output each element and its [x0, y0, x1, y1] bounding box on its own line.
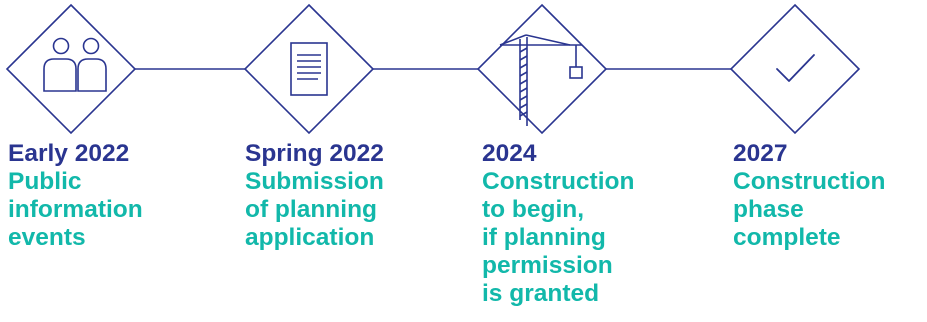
- milestone-2: Spring 2022 Submission of planning appli…: [245, 140, 384, 252]
- crane-icon: [499, 34, 583, 126]
- milestone-date: Early 2022: [8, 140, 130, 167]
- timeline-graphic: [5, 3, 861, 135]
- milestone-diamond-4: [729, 3, 861, 135]
- milestone-date: 2024: [482, 140, 537, 167]
- checkmark-icon: [776, 54, 815, 82]
- milestone-1: Early 2022 Public information events: [8, 140, 143, 252]
- milestone-date: 2027: [733, 140, 788, 167]
- milestone-4: 2027 Construction phase complete: [733, 140, 885, 252]
- milestone-description: Construction to begin, if planning permi…: [482, 168, 635, 307]
- milestone-diamond-3: [476, 3, 608, 135]
- milestone-diamond-2: [243, 3, 375, 135]
- milestone-description: Construction phase complete: [733, 168, 886, 251]
- milestone-description: Public information events: [8, 168, 143, 251]
- people-icon: [43, 37, 107, 92]
- milestone-diamond-1: [5, 3, 137, 135]
- milestone-3: 2024 Construction to begin, if planning …: [482, 140, 634, 308]
- milestone-date: Spring 2022: [245, 140, 384, 167]
- document-icon: [290, 42, 328, 96]
- milestone-description: Submission of planning application: [245, 168, 384, 251]
